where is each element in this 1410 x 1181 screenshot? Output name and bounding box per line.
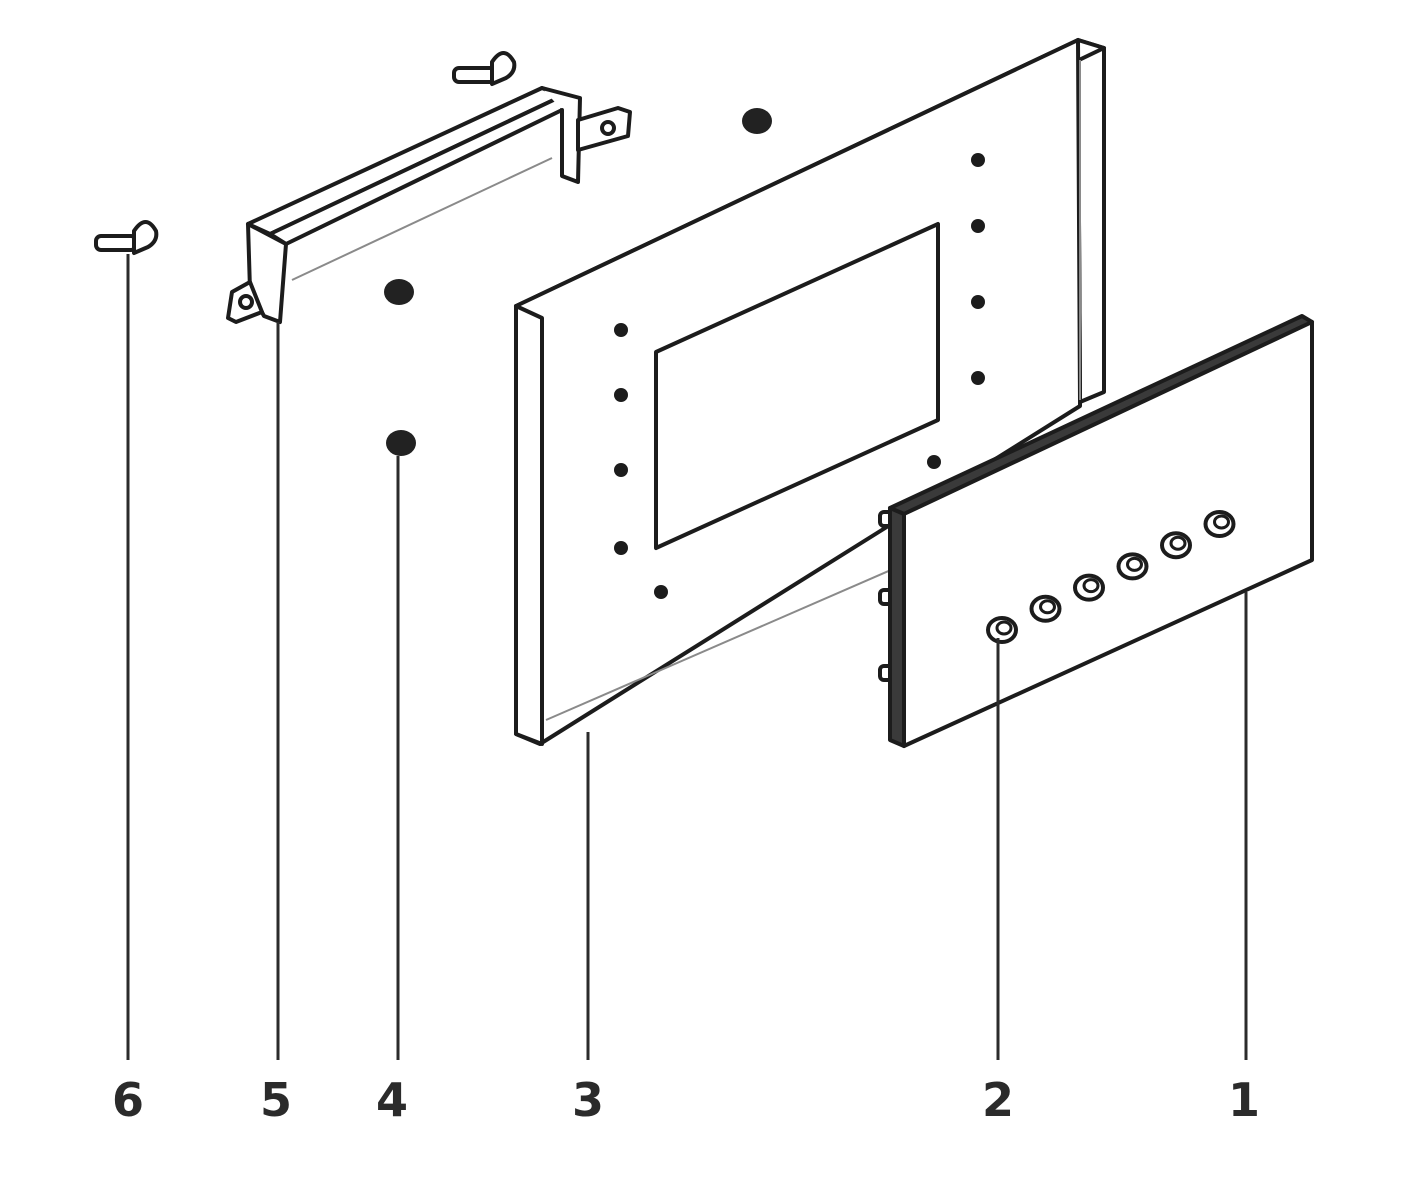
knob	[1160, 531, 1192, 560]
callout-2: 2	[982, 1073, 1014, 1127]
mounting-bracket	[226, 86, 632, 324]
knob	[1203, 510, 1236, 538]
callout-5: 5	[260, 1073, 292, 1127]
wing-screw-left	[94, 220, 159, 255]
knob	[986, 616, 1018, 644]
callout-3: 3	[572, 1073, 604, 1127]
panel-frame	[514, 38, 1106, 746]
callout-labels: 6 5 4 3 2 1	[112, 1073, 1260, 1127]
callout-1: 1	[1228, 1073, 1260, 1127]
callout-4: 4	[376, 1073, 408, 1127]
knob	[1116, 552, 1149, 581]
wing-screw-top	[452, 51, 517, 86]
leader-lines	[126, 254, 1248, 1060]
control-knobs	[986, 510, 1236, 644]
clip-nuts	[384, 108, 772, 456]
knob	[1073, 573, 1105, 602]
callout-6: 6	[112, 1073, 144, 1127]
frame-holes	[614, 153, 985, 599]
knob	[1029, 594, 1062, 623]
